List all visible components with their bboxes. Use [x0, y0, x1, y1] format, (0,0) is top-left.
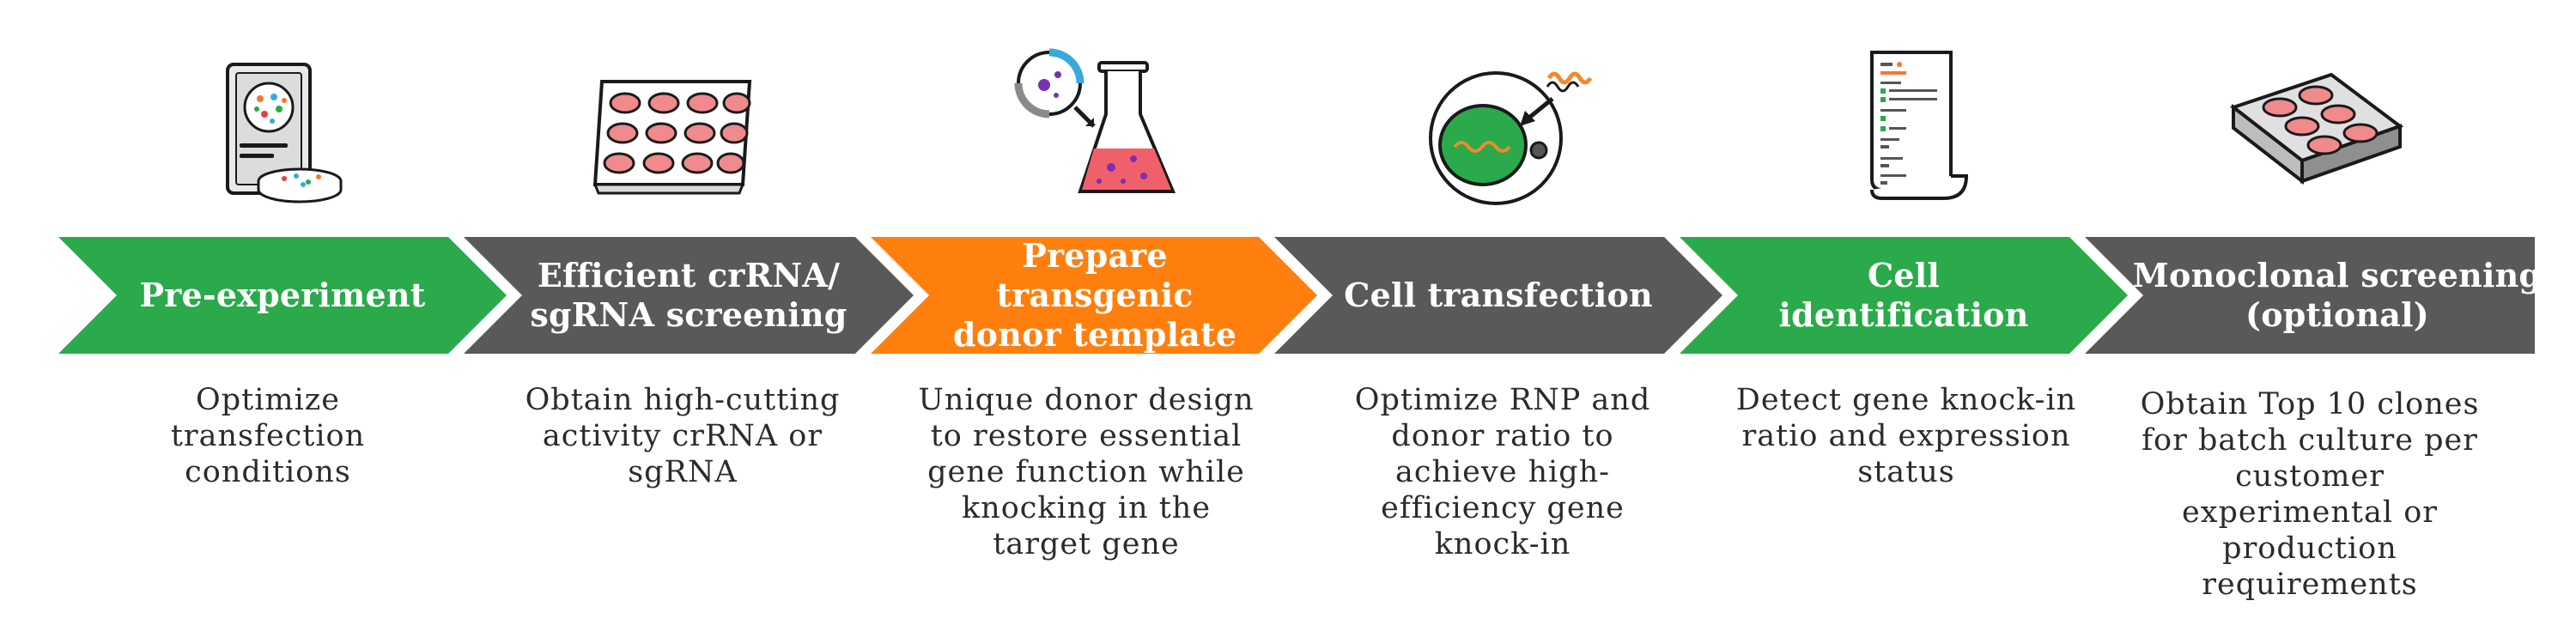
step-2-label: Efficient crRNA/ sgRNA screening [520, 237, 857, 354]
chevron-step-5 [1680, 237, 2128, 354]
step-5-label-line-1: Cell [1867, 256, 1941, 294]
report-document-icon [1831, 47, 2002, 210]
cell-transfection-icon [1419, 47, 1593, 210]
step-2-label-line-2: sgRNA screening [530, 295, 848, 334]
twelve-well-plate-icon [586, 47, 758, 210]
six-well-plate-icon [2228, 47, 2404, 210]
step-5-label-line-2: identification [1778, 295, 2029, 334]
step-5-description: Detect gene knock-in ratio and expressio… [1735, 383, 2077, 489]
chevron-step-3 [871, 237, 1317, 354]
step-3-label-line-2: donor template [952, 315, 1237, 354]
chevron-step-4 [1274, 237, 1722, 354]
step-3-label: Prepare transgenic donor template [927, 236, 1262, 354]
step-6-label-line-2: (optional) [2245, 295, 2429, 334]
step-1-label: Pre-experiment [117, 237, 448, 354]
chevron-step-6 [2085, 237, 2535, 354]
chevron-step-1 [58, 237, 507, 354]
chevron-step-2 [464, 237, 914, 354]
step-4-label-line-1: Cell transfection [1344, 276, 1653, 314]
step-2-label-line-1: Efficient crRNA/ [537, 256, 841, 294]
step-3-description: Unique donor design to restore essential… [918, 383, 1255, 561]
protocol-tablet-petri-dish-icon [183, 47, 355, 210]
step-2-description: Obtain high-cutting activity crRNA or sg… [525, 383, 841, 489]
step-6-label-line-1: Monoclonal screening [2132, 256, 2543, 294]
step-5-label: Cell identification [1736, 237, 2071, 354]
step-1-label-line-1: Pre-experiment [139, 276, 426, 314]
step-6-label: Monoclonal screening (optional) [2131, 237, 2543, 354]
process-chevron-bar [58, 237, 2535, 354]
step-3-label-line-1: Prepare transgenic [996, 236, 1194, 314]
step-6-description: Obtain Top 10 clones for batch culture p… [2140, 387, 2480, 602]
step-4-label: Cell transfection [1331, 237, 1666, 354]
magnifier-flask-icon [1005, 47, 1176, 210]
step-4-description: Optimize RNP and donor ratio to achieve … [1354, 383, 1651, 561]
step-1-description: Optimize transfection conditions [170, 383, 366, 489]
